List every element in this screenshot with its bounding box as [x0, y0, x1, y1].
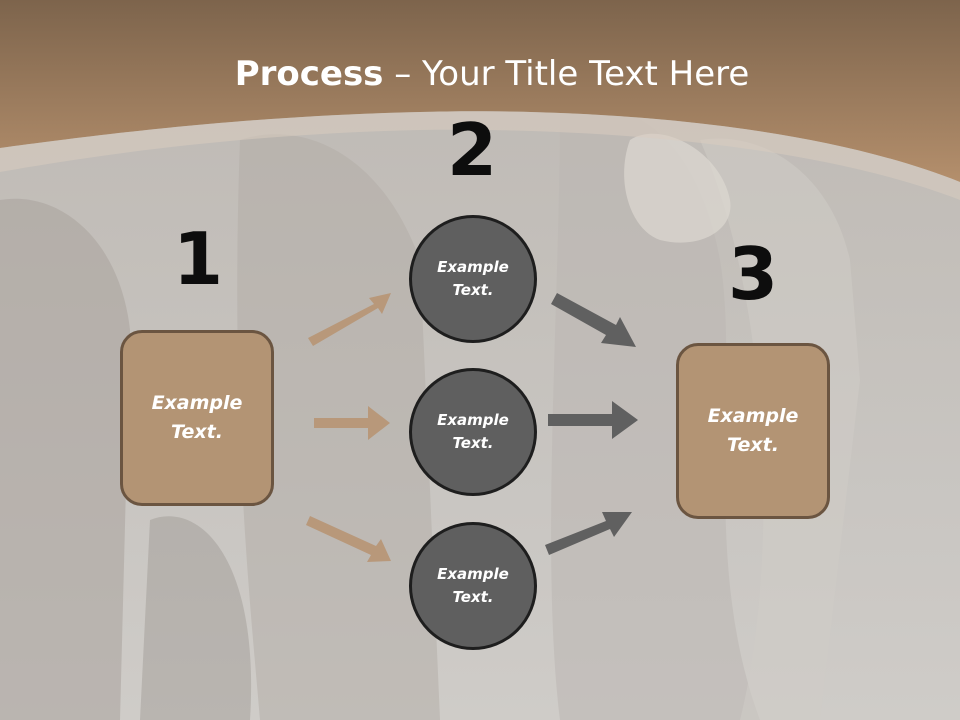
arrow-middle-to-right — [548, 401, 638, 439]
circle-top: Example Text. — [409, 215, 537, 343]
step-number-1: 1 — [172, 217, 224, 301]
box-step-3: Example Text. — [676, 343, 830, 519]
circle-middle: Example Text. — [409, 368, 537, 496]
circle-top-line1: Example — [437, 258, 509, 276]
circle-top-line2: Text. — [452, 281, 494, 299]
arrow-left-to-top — [308, 293, 391, 346]
arrow-bottom-to-right — [545, 512, 632, 555]
circle-middle-line2: Text. — [452, 434, 494, 452]
box-step-1-line2: Text. — [171, 421, 223, 443]
box-step-3-line2: Text. — [727, 434, 779, 456]
arrow-left-to-bottom — [306, 516, 391, 562]
header-band — [0, 0, 960, 200]
title-bold: Process — [234, 54, 384, 94]
step-number-3: 3 — [727, 232, 779, 316]
circle-middle-line1: Example — [437, 411, 509, 429]
circle-bottom-line2: Text. — [452, 588, 494, 606]
arrow-left-to-middle — [314, 406, 390, 440]
box-step-1-line1: Example — [151, 392, 243, 414]
box-step-1: Example Text. — [120, 330, 274, 506]
step-number-2: 2 — [446, 108, 498, 192]
box-step-3-line1: Example — [707, 405, 799, 427]
circle-bottom-line1: Example — [437, 565, 509, 583]
circle-bottom: Example Text. — [409, 522, 537, 650]
arrow-top-to-right — [551, 293, 636, 347]
title-rest: – Your Title Text Here — [383, 54, 750, 94]
slide-title: Process – Your Title Text Here — [0, 52, 960, 96]
